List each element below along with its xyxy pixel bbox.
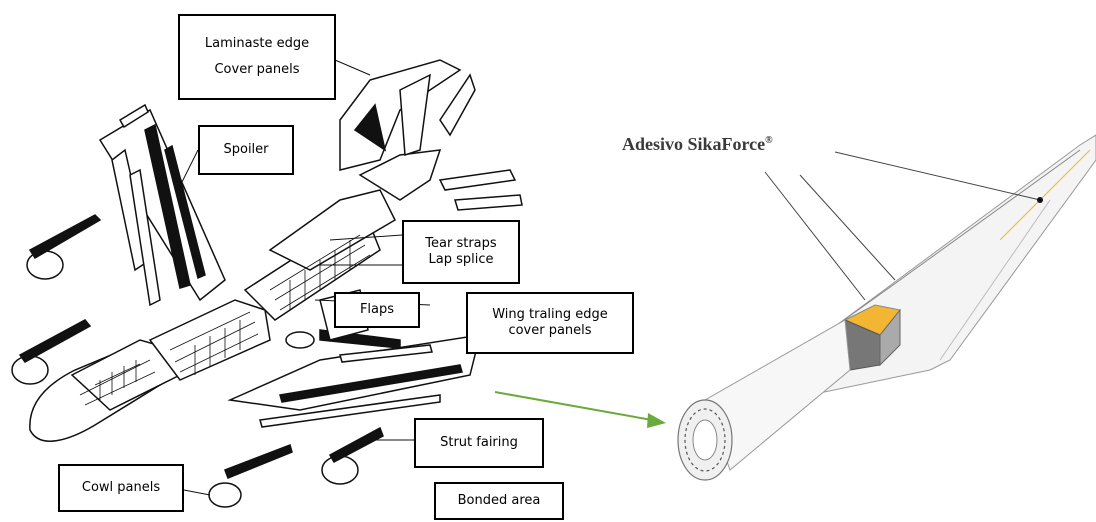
callout-wing-trailing-edge: Wing traling edge cover panels <box>466 292 634 354</box>
callout-cowl-panels: Cowl panels <box>58 464 184 512</box>
callout-strut-fairing: Strut fairing <box>414 418 544 468</box>
brand-label: Adesivo SikaForce® <box>622 134 773 155</box>
callout-text-line: Lap splice <box>429 252 494 268</box>
brand-name: Adesivo SikaForce <box>622 134 765 154</box>
bond-point-icon <box>1037 197 1043 203</box>
cylinder-icon <box>678 320 850 480</box>
callout-text: Bonded area <box>458 493 541 509</box>
callout-flaps: Flaps <box>334 292 420 328</box>
callout-spoiler: Spoiler <box>198 125 294 175</box>
callout-text: Cowl panels <box>82 480 160 496</box>
callout-bonded-area: Bonded area <box>434 482 564 520</box>
callout-text: Spoiler <box>223 142 268 158</box>
callout-text-line: Wing traling edge <box>492 307 608 323</box>
callout-text-line: Laminaste edge <box>205 36 309 52</box>
callout-text-line: cover panels <box>508 323 591 339</box>
callout-tear-straps: Tear straps Lap splice <box>402 220 520 284</box>
callout-text: Strut fairing <box>440 435 518 451</box>
brand-mark: ® <box>765 135 772 146</box>
callout-text: Flaps <box>360 302 394 318</box>
callout-text-line: Tear straps <box>425 236 496 252</box>
callout-laminaste: Laminaste edge Cover panels <box>178 14 336 100</box>
callout-text-line: Cover panels <box>214 62 299 78</box>
